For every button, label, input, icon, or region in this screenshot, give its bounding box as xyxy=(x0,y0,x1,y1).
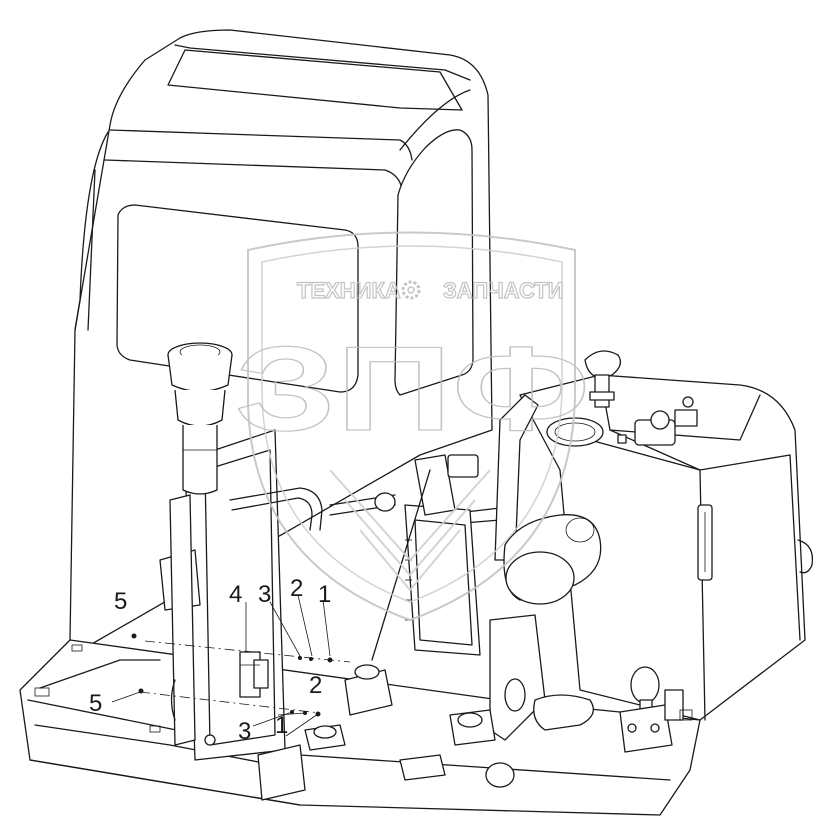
callout-2: 2 xyxy=(290,575,303,602)
accumulator-valve xyxy=(619,666,693,753)
callout-1: 1 xyxy=(318,581,331,608)
center-module xyxy=(371,394,602,741)
callout-2-lower: 2 xyxy=(309,672,322,699)
callout-3-lower: 3 xyxy=(238,718,251,745)
callout-4: 4 xyxy=(229,581,242,608)
watermark: ТЕХНИКА ЗАПЧАСТИ ЗПФ xyxy=(234,231,591,622)
air-filter xyxy=(167,342,233,495)
mounting-brackets xyxy=(257,664,594,801)
cab xyxy=(69,29,493,646)
fastener-axes xyxy=(131,633,351,717)
callout-labels: 1 2 3 4 5 5 3 2 1 xyxy=(89,575,331,745)
callout-1-lower: 1 xyxy=(275,712,288,739)
gear-icon xyxy=(401,280,421,300)
callout-5-lower: 5 xyxy=(89,690,102,717)
watermark-left-word: ТЕХНИКА xyxy=(297,278,401,303)
callout-3: 3 xyxy=(258,581,271,608)
callout-5-upper: 5 xyxy=(114,588,127,615)
engine-hood xyxy=(519,350,814,721)
watermark-logo: ЗПФ xyxy=(235,322,590,456)
component-4 xyxy=(239,651,269,698)
leader-lines xyxy=(111,594,331,737)
watermark-right-word: ЗАПЧАСТИ xyxy=(443,278,564,303)
